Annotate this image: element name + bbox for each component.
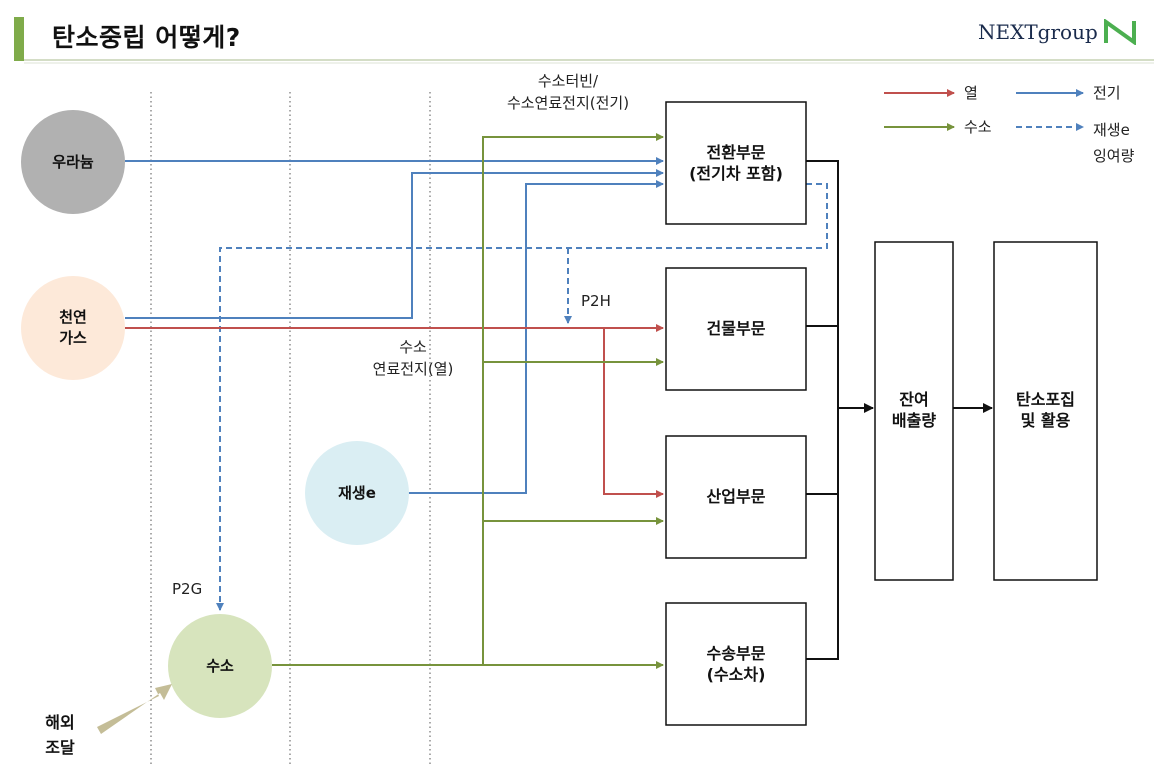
ccus-label-line2: 및 활용 (1020, 411, 1071, 430)
import-label-line2: 조달 (45, 738, 75, 757)
legend-heat-label: 열 (964, 84, 978, 102)
electric-flows (125, 157, 664, 494)
uranium-label: 우라늄 (52, 153, 94, 171)
conversion-sector-label-line2: (전기차 포함) (689, 164, 783, 183)
residual-emission-label-line2: 배출량 (891, 411, 937, 430)
transport-sector-label-line1: 수송부문 (706, 644, 766, 663)
header-divider-shadow (24, 62, 1154, 64)
legend-lines (884, 89, 1084, 131)
legend-surplus-label-line2: 잉여량 (1093, 147, 1135, 165)
conversion-sector-label: 전환부문 (전기차 포함) (666, 142, 806, 184)
residual-emission-box (874, 241, 954, 581)
turbine-annotation: 수소터빈/ 수소연료전지(전기) (478, 70, 658, 114)
renewable-label: 재생e (338, 484, 376, 502)
fuelcell-annotation-line1: 수소 (399, 338, 427, 356)
natural-gas-node (21, 276, 125, 380)
natural-gas-label: 천연 가스 (23, 307, 123, 349)
building-sector-label: 건물부문 (706, 319, 766, 338)
page-title: 탄소중립 어떻게? (52, 23, 241, 52)
residual-connectors (806, 160, 993, 660)
turbine-annotation-line1: 수소터빈/ (537, 72, 599, 90)
turbine-annotation-line2: 수소연료전지(전기) (506, 94, 630, 112)
import-label: 해외 조달 (30, 710, 90, 760)
natural-gas-label-line1: 천연 (59, 308, 87, 326)
ccus-label: 탄소포집 및 활용 (994, 389, 1097, 431)
hydrogen-flows (272, 133, 664, 669)
transport-sector-box (665, 602, 807, 726)
legend-hydrogen-label: 수소 (964, 118, 992, 136)
brand-logo-mark (1104, 19, 1136, 45)
ccus-box (993, 241, 1098, 581)
ccus-label-line1: 탄소포집 (1016, 390, 1075, 409)
industry-sector-box (665, 435, 807, 559)
uranium-node (21, 110, 125, 214)
import-label-line1: 해외 (45, 713, 75, 732)
transport-sector-label: 수송부문 (수소차) (666, 643, 806, 685)
header-divider (24, 59, 1154, 61)
p2g-annotation: P2G (172, 580, 203, 598)
conversion-sector-box (665, 101, 807, 225)
conversion-sector-label-line1: 전환부문 (706, 143, 766, 162)
hydrogen-label: 수소 (206, 657, 234, 675)
legend-surplus-label-line1: 재생e (1093, 121, 1130, 139)
hydrogen-node (168, 614, 272, 718)
fuelcell-annotation-line2: 연료전지(열) (372, 360, 454, 378)
industry-sector-label: 산업부문 (706, 487, 766, 506)
residual-emission-label: 잔여 배출량 (875, 389, 953, 431)
header-accent-bar (14, 17, 24, 61)
building-sector-box (665, 267, 807, 391)
p2h-annotation: P2H (581, 292, 611, 310)
transport-sector-label-line2: (수소차) (706, 665, 766, 684)
residual-emission-label-line1: 잔여 (899, 390, 929, 409)
renewable-node (305, 441, 409, 545)
heat-flows (125, 324, 664, 498)
natural-gas-label-line2: 가스 (59, 329, 87, 347)
legend-surplus-label: 재생e 잉여량 (1093, 117, 1134, 169)
fuelcell-annotation: 수소 연료전지(열) (348, 336, 478, 380)
legend-electric-label: 전기 (1093, 84, 1121, 102)
sector-boxes (665, 101, 1098, 726)
import-arrow (97, 684, 172, 734)
brand-logo-text: NEXTgroup (978, 20, 1098, 44)
surplus-renewable-flow (216, 183, 828, 611)
